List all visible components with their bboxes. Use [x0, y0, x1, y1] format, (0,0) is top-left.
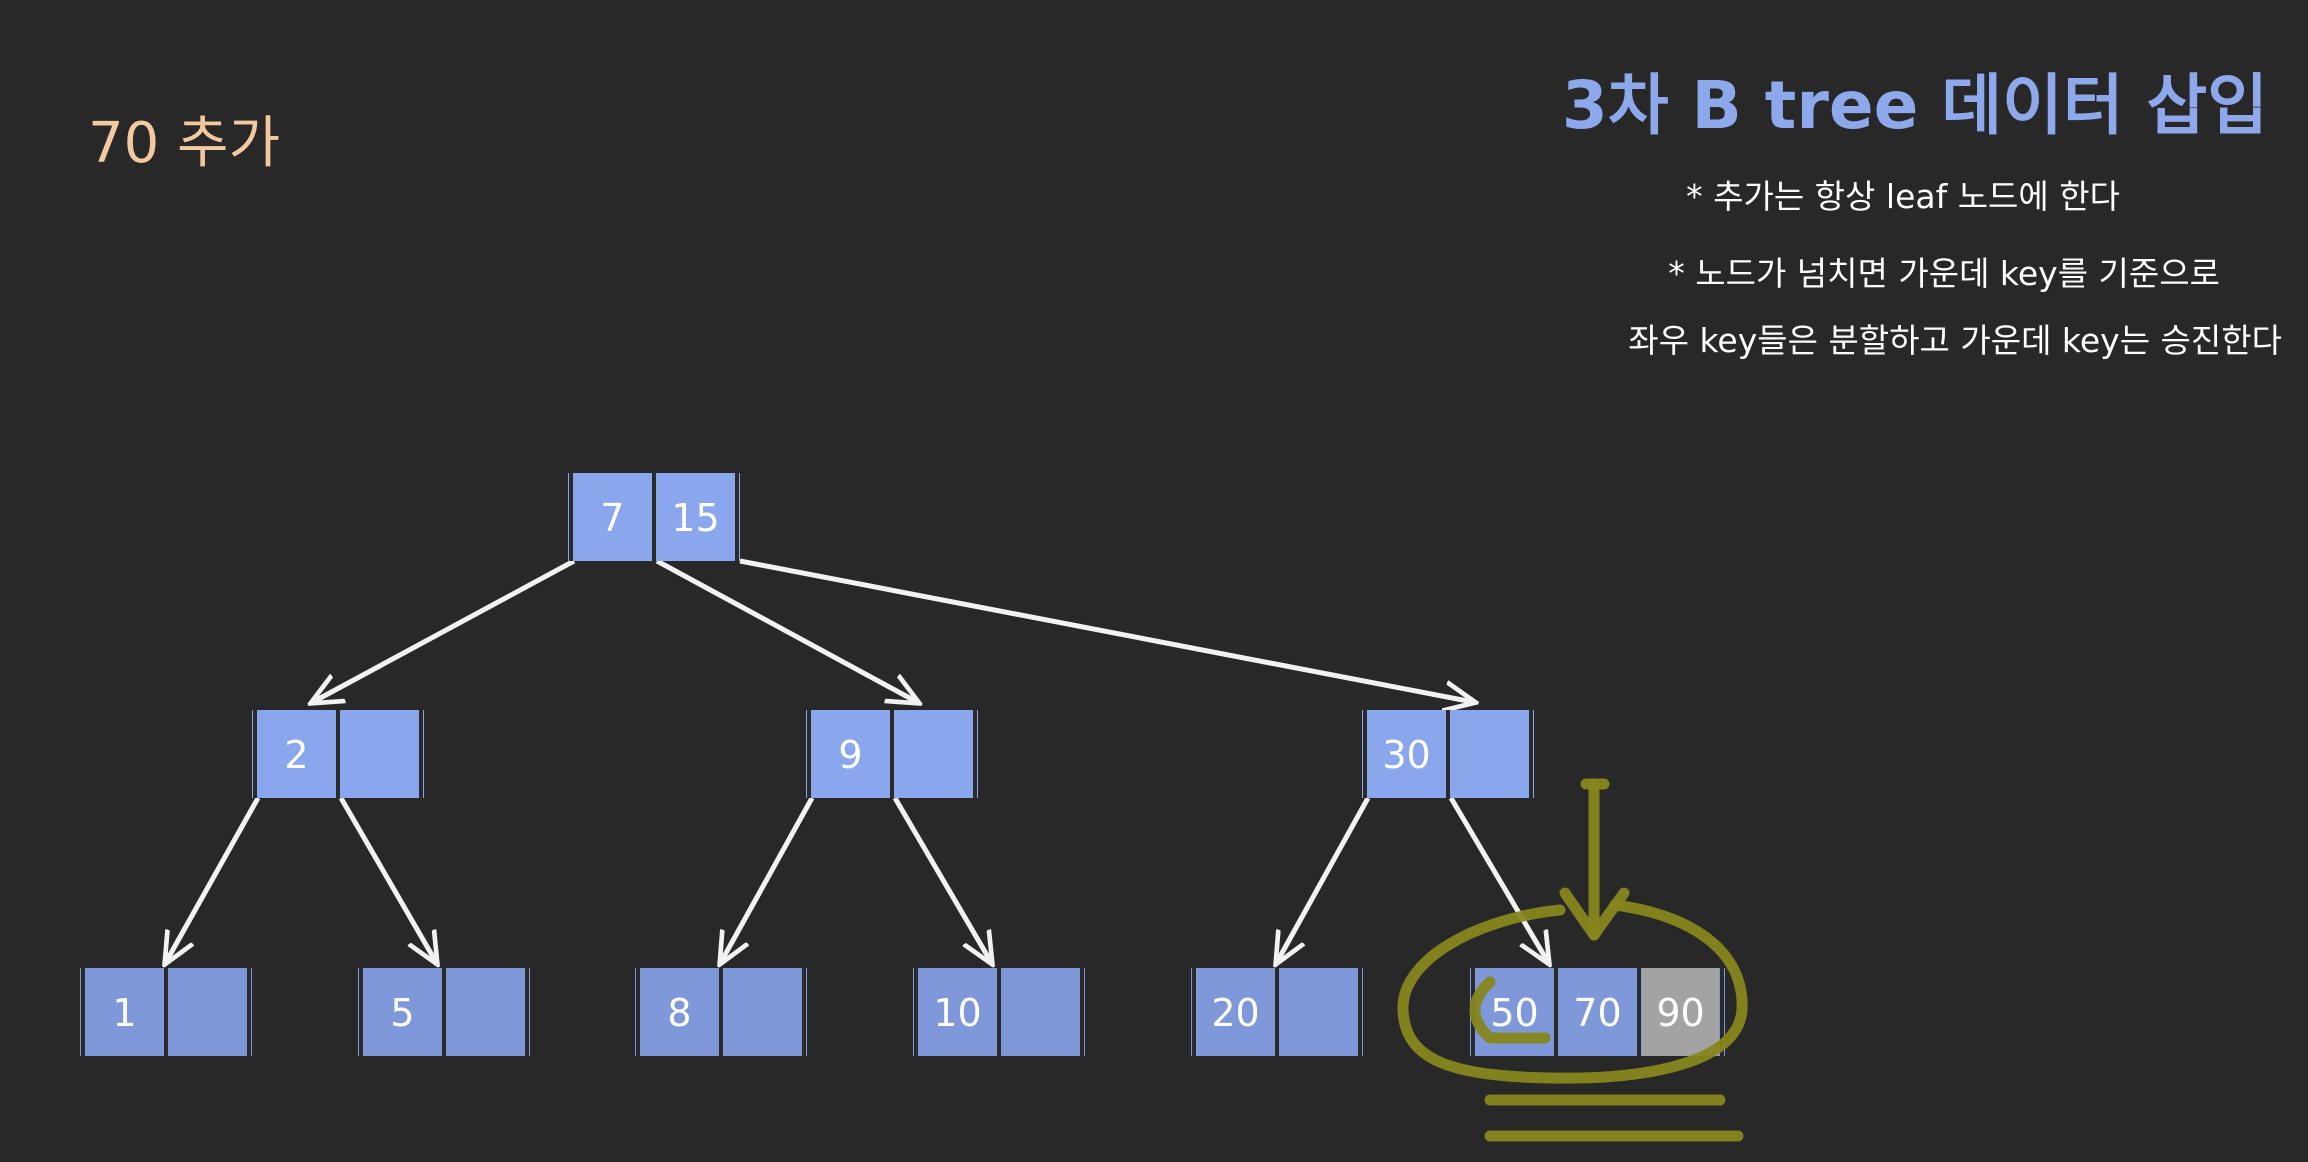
pointer-slot	[1720, 968, 1724, 1056]
node-key: 70	[1573, 991, 1621, 1035]
tree-edges	[166, 558, 1548, 962]
pointer-slot	[1080, 968, 1084, 1056]
pointer-slot	[652, 473, 656, 561]
pointer-slot	[1446, 710, 1450, 798]
pointer-slot	[247, 968, 251, 1056]
pointer-slot	[1192, 968, 1196, 1056]
pointer-slot	[419, 710, 423, 798]
rule-overflow-split: * 노드가 넘치면 가운데 key를 기준으로	[1668, 254, 2220, 293]
insert-curl	[1469, 976, 1551, 1044]
node-key: 1	[112, 991, 136, 1035]
edge-internal-to-leaf	[892, 796, 991, 962]
internal-node: 9	[806, 710, 978, 798]
leaf-node: 8	[635, 968, 807, 1056]
overflow-key-cell	[1642, 968, 1719, 1056]
pointer-slot	[442, 968, 446, 1056]
node-key: 15	[671, 496, 719, 540]
pointer-slot	[802, 968, 806, 1056]
leaf-node: 10	[913, 968, 1085, 1056]
pointer-slot	[253, 710, 257, 798]
leaf-node: 5	[358, 968, 530, 1056]
pointer-slot	[164, 968, 168, 1056]
edge-internal-to-leaf	[721, 796, 815, 962]
pointer-slot	[914, 968, 918, 1056]
edge-root-to-child	[739, 558, 1473, 702]
edge-internal-to-leaf	[1448, 796, 1548, 962]
node-key: 50	[1490, 991, 1538, 1035]
insert-highlight	[1397, 778, 1748, 1142]
pointer-slot	[735, 473, 739, 561]
pointer-slot	[719, 968, 723, 1056]
node-key: 90	[1656, 991, 1704, 1035]
edge-internal-to-leaf	[338, 796, 436, 962]
pointer-slot	[525, 968, 529, 1056]
pointer-slot	[1529, 710, 1533, 798]
pointer-slot	[336, 710, 340, 798]
node-key: 2	[284, 733, 308, 777]
rule-promote-middle: 좌우 key들은 분할하고 가운데 key는 승진한다	[1628, 321, 2282, 360]
page-title: 3차 B tree 데이터 삽입	[1561, 67, 2268, 144]
edge-root-to-child	[655, 558, 917, 702]
pointer-slot	[807, 710, 811, 798]
leaf-node: 1	[80, 968, 252, 1056]
insert-circle	[1397, 899, 1748, 1084]
pointer-slot	[1637, 968, 1641, 1056]
node-key: 5	[390, 991, 414, 1035]
node-key: 8	[667, 991, 691, 1035]
pointer-slot	[81, 968, 85, 1056]
pointer-slot	[890, 710, 894, 798]
node-key: 10	[933, 991, 981, 1035]
edge-root-to-child	[313, 558, 576, 702]
node-key: 7	[600, 496, 624, 540]
root-node: 7 15	[568, 473, 740, 561]
edge-internal-to-leaf	[1277, 796, 1371, 962]
pointer-slot	[359, 968, 363, 1056]
leaf-node: 20	[1191, 968, 1363, 1056]
pointer-slot	[1363, 710, 1367, 798]
internal-node: 2	[252, 710, 424, 798]
node-key: 20	[1211, 991, 1259, 1035]
pointer-slot	[636, 968, 640, 1056]
pointer-slot	[1275, 968, 1279, 1056]
pointer-slot	[569, 473, 573, 561]
node-key: 9	[838, 733, 862, 777]
edge-internal-to-leaf	[166, 796, 261, 962]
pointer-slot	[1358, 968, 1362, 1056]
pointer-slot	[997, 968, 1001, 1056]
node-key: 30	[1382, 733, 1430, 777]
internal-node: 30	[1362, 710, 1534, 798]
pointer-slot	[973, 710, 977, 798]
pointer-slot	[1554, 968, 1558, 1056]
step-label: 70 추가	[88, 111, 281, 176]
rule-leaf-insert: * 추가는 항상 leaf 노드에 한다	[1686, 177, 2120, 216]
